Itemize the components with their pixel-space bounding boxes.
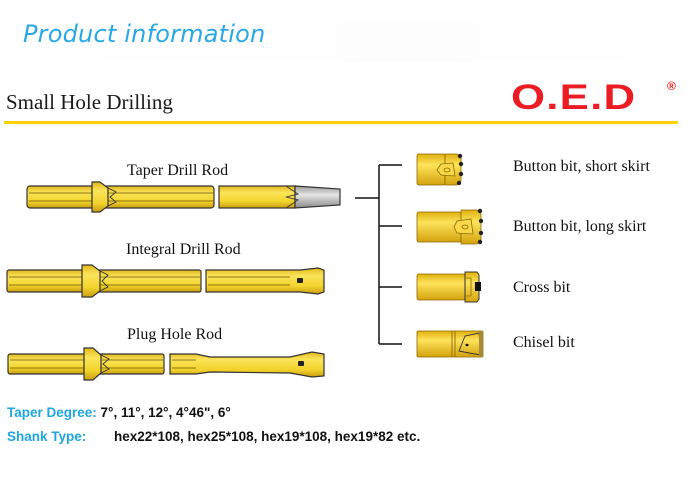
spec-taper-degree: Taper Degree: 7°, 11°, 12°, 4°46", 6° (7, 405, 231, 420)
banner-title: Product information (23, 20, 266, 48)
bit-label-chisel: Chisel bit (513, 334, 575, 351)
banner (0, 22, 700, 62)
spec-taper-degree-key: Taper Degree: (7, 405, 97, 420)
bit-label-button-short-skirt: Button bit, short skirt (513, 158, 650, 175)
rod-label-taper: Taper Drill Rod (127, 162, 229, 179)
banner-dashed-underline (16, 50, 656, 54)
brand-logo: O.E.D (511, 78, 637, 117)
section-title: Small Hole Drilling (6, 90, 173, 114)
integral-drill-rod-icon (6, 264, 325, 298)
rod-label-integral: Integral Drill Rod (126, 241, 241, 258)
spec-shank-type-key: Shank Type: (7, 429, 87, 444)
connector-tree (355, 164, 402, 345)
bit-label-cross: Cross bit (513, 279, 571, 296)
bit-label-button-long-skirt: Button bit, long skirt (513, 218, 647, 235)
registered-mark: ® (667, 79, 676, 93)
rod-label-plug-hole: Plug Hole Rod (127, 326, 223, 343)
spec-shank-type: Shank Type: hex22*108, hex25*108, hex19*1… (7, 429, 420, 444)
chisel-bit-icon (416, 330, 484, 358)
section-divider (4, 121, 678, 124)
plug-hole-rod-icon (7, 347, 325, 381)
spec-taper-degree-value: 7°, 11°, 12°, 4°46", 6° (100, 405, 231, 420)
spec-shank-type-value: hex22*108, hex25*108, hex19*108, hex19*8… (114, 429, 421, 444)
cross-bit-icon (416, 271, 481, 303)
button-bit-short-skirt-icon (416, 153, 464, 186)
button-bit-long-skirt-icon (416, 208, 484, 245)
taper-drill-rod-icon (26, 181, 341, 213)
